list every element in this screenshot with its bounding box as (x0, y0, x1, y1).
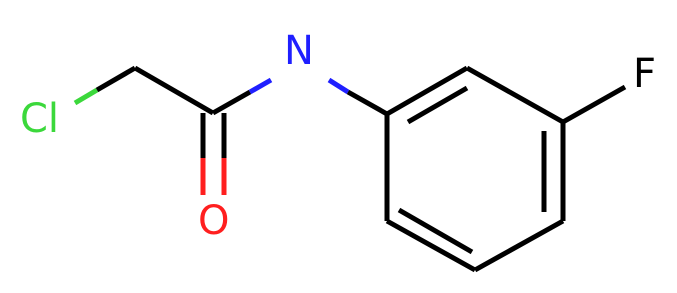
bond-n-ring-blue (327, 77, 350, 95)
atom-oxygen: O (198, 198, 229, 244)
bond-n-ring (346, 89, 389, 117)
bonds (73, 65, 627, 273)
bond-carbonyl-n (211, 89, 252, 116)
atom-chlorine: Cl (20, 96, 59, 142)
ring-inner-1 (406, 85, 469, 125)
atom-fluorine: F (633, 51, 656, 97)
atom-labels: Cl N O F (20, 28, 656, 244)
ring-inner-3 (397, 207, 474, 255)
ring-bond-4 (473, 218, 565, 273)
bond-cl-ch2 (95, 65, 137, 93)
atom-nitrogen: N (284, 28, 314, 74)
bond-ring-f (561, 84, 627, 125)
ring-bond-1 (385, 65, 469, 117)
bond-cl-ch2-green (73, 87, 99, 106)
ring-bond-5 (385, 218, 477, 273)
bond-ch2-carbonyl (133, 65, 215, 116)
ring-bond-2 (465, 65, 565, 125)
bond-carbonyl-n-blue (248, 77, 273, 95)
